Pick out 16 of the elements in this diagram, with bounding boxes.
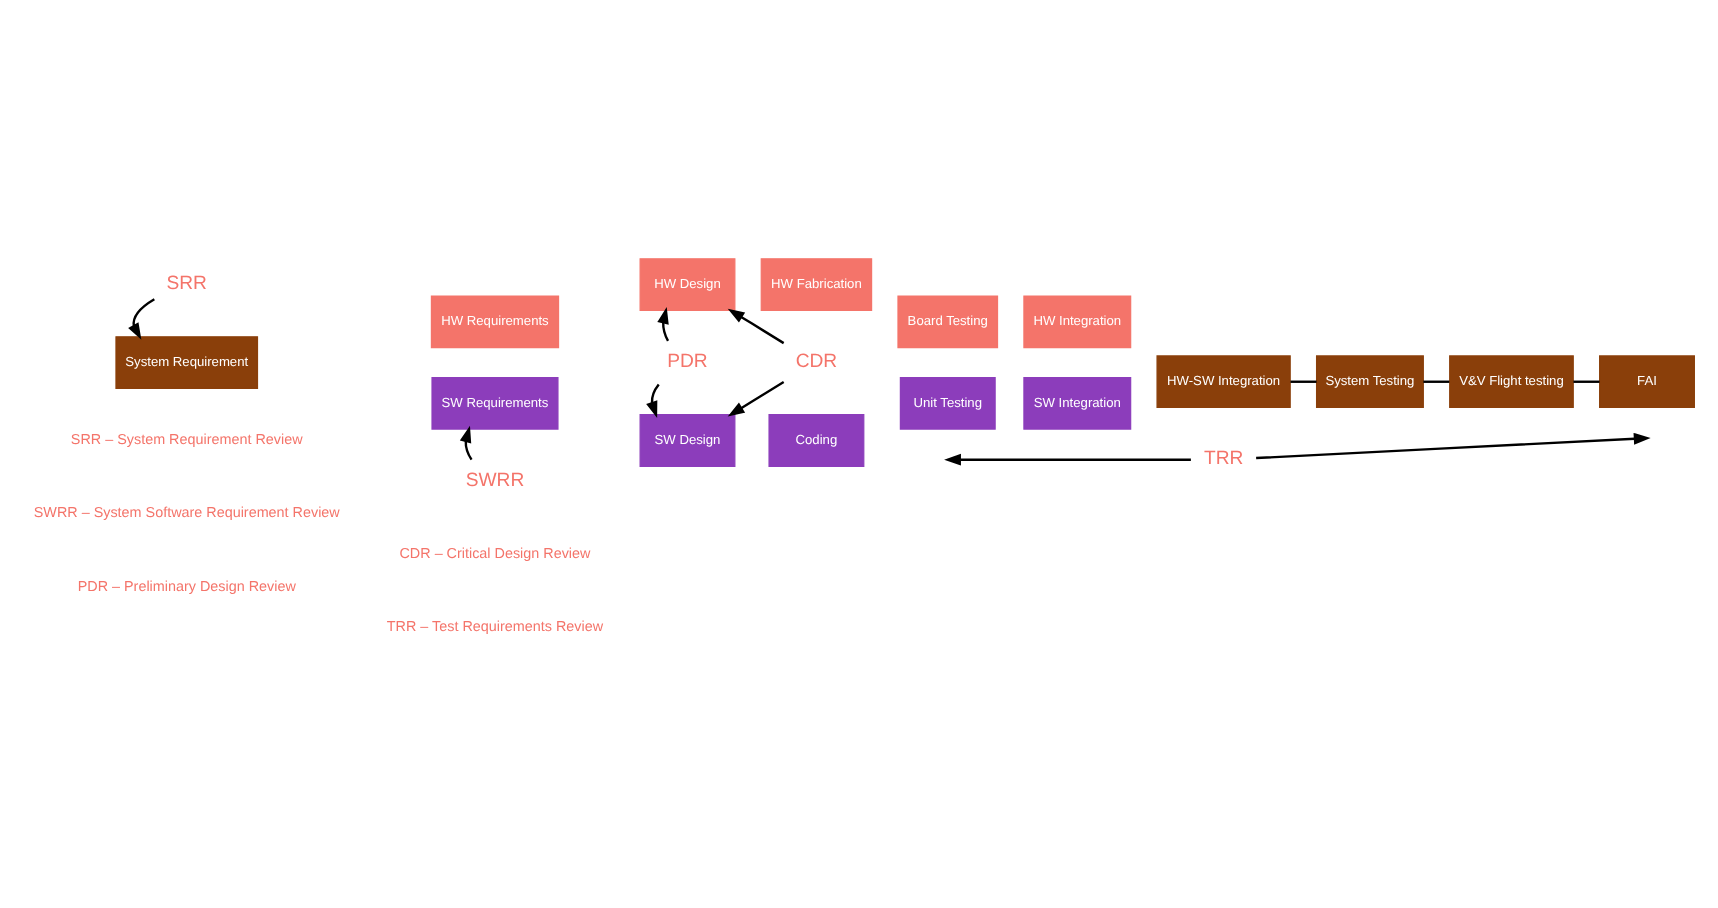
- connector: [1290, 380, 1317, 383]
- arrow: [657, 307, 670, 342]
- node-text: TRR: [1203, 448, 1244, 471]
- node-text: CDR: [795, 351, 838, 374]
- arrow: [646, 383, 660, 419]
- node-text: SRR: [166, 273, 207, 296]
- connector: [1573, 380, 1600, 383]
- arrow: [459, 425, 473, 461]
- arrow: [1256, 432, 1651, 460]
- arrow: [727, 380, 785, 417]
- arrow: [128, 298, 155, 340]
- arrow: [944, 453, 1191, 466]
- connector: [1423, 380, 1450, 383]
- arrow: [727, 308, 785, 345]
- node-text: PDR: [667, 351, 708, 374]
- node-text: SWRR: [465, 469, 525, 492]
